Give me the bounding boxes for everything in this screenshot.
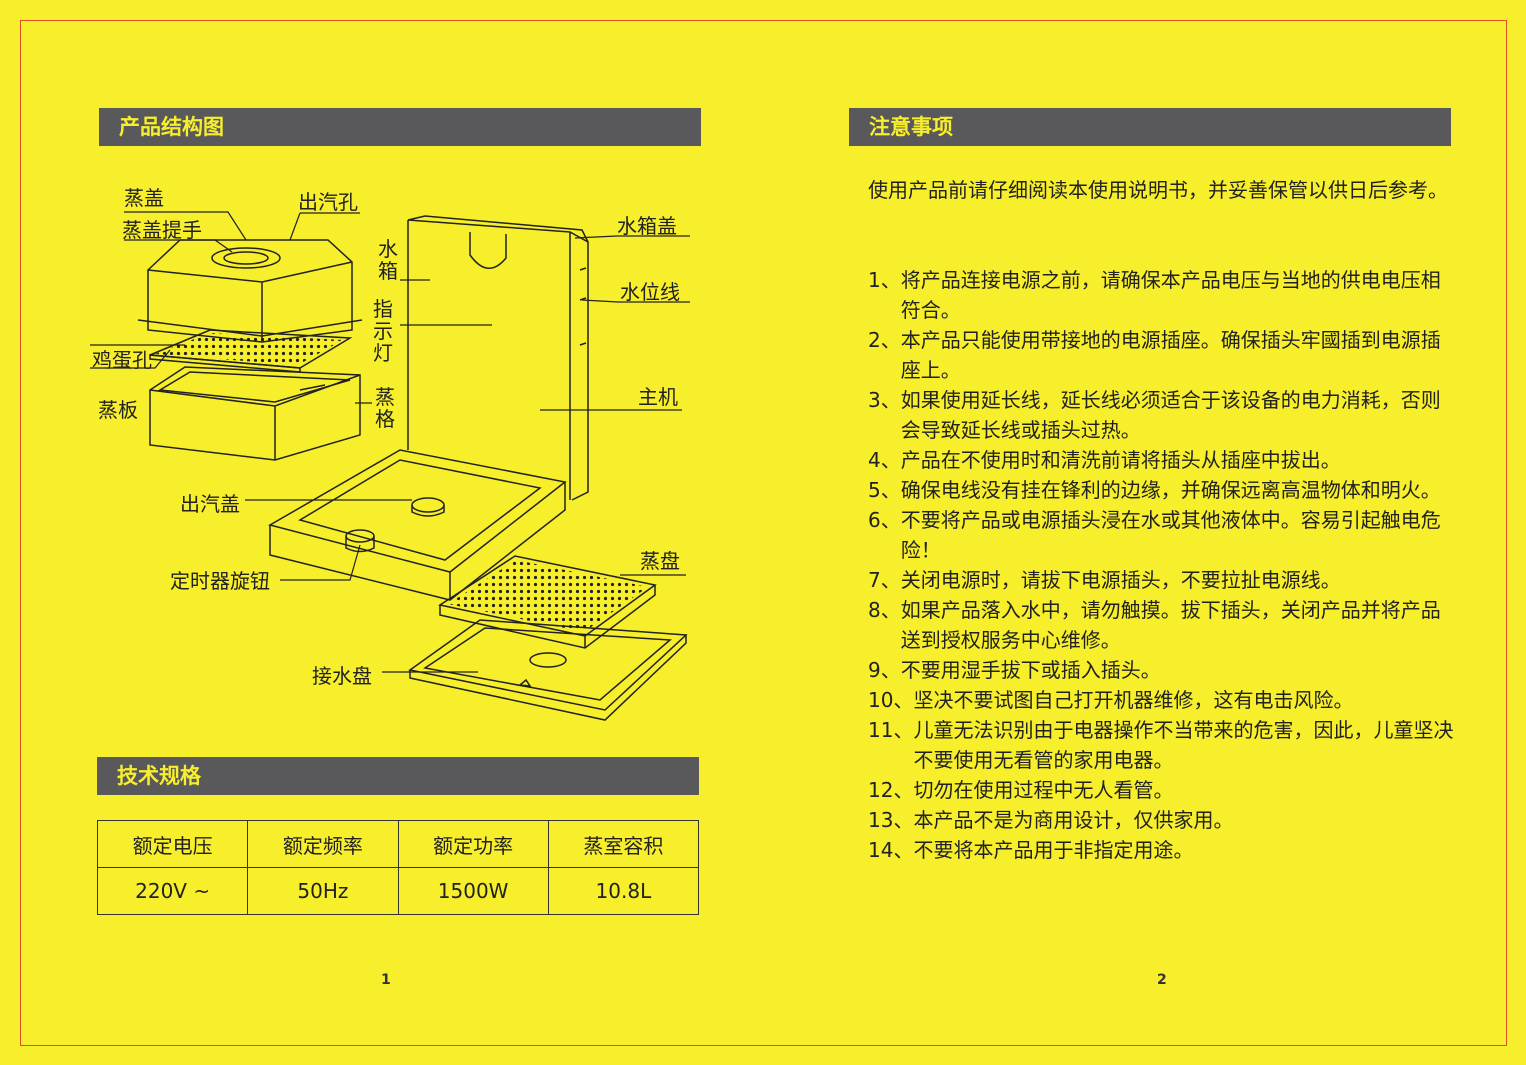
list-item: 11、儿童无法识别由于电器操作不当带来的危害，因此，儿童坚决不要使用无看管的家用… <box>868 718 1454 772</box>
label-timer-knob: 定时器旋钮 <box>170 569 270 593</box>
spec-header-capacity: 蒸室容积 <box>547 820 700 868</box>
main-unit-drawing <box>407 215 589 501</box>
drip-tray-drawing <box>408 619 688 721</box>
label-lid-handle: 蒸盖提手 <box>122 218 202 242</box>
page-frame <box>20 20 1507 1046</box>
list-item: 4、产品在不使用时和清洗前请将插头从插座中拔出。 <box>868 448 1341 472</box>
label-indicator-light: 指示灯 <box>373 297 393 365</box>
spec-value-frequency: 50Hz <box>247 867 399 915</box>
label-steam-outlet-cap: 出汽盖 <box>180 492 240 516</box>
label-steam-plate: 蒸板 <box>98 398 138 422</box>
label-steam-rack: 蒸格 <box>375 385 395 431</box>
steam-lid-drawing <box>137 239 363 343</box>
label-steam-lid: 蒸盖 <box>124 186 164 210</box>
spec-table: 额定电压 额定频率 额定功率 蒸室容积 220V ~ 50Hz 1500W 10… <box>96 820 700 915</box>
label-steam-tray: 蒸盘 <box>640 549 680 573</box>
list-item: 9、不要用湿手拔下或插入插头。 <box>868 658 1161 682</box>
page-number-right: 2 <box>1157 972 1167 988</box>
list-item: 13、本产品不是为商用设计，仅供家用。 <box>868 808 1234 832</box>
list-item: 10、坚决不要试图自己打开机器维修，这有电击风险。 <box>868 688 1354 712</box>
leader-lines <box>90 211 690 673</box>
list-item: 1、将产品连接电源之前，请确保本产品电压与当地的供电电压相符合。 <box>868 268 1441 322</box>
section-title-notes: 注意事项 <box>849 108 1451 146</box>
spec-value-power: 1500W <box>397 867 549 915</box>
spec-header-power: 额定功率 <box>397 820 549 868</box>
list-item: 12、切勿在使用过程中无人看管。 <box>868 778 1174 802</box>
spec-header-voltage: 额定电压 <box>96 820 249 868</box>
spec-value-voltage: 220V ~ <box>96 867 249 915</box>
list-item: 6、不要将产品或电源插头浸在水或其他液体中。容易引起触电危险！ <box>868 508 1441 562</box>
label-water-line: 水位线 <box>620 280 680 304</box>
list-item: 5、确保电线没有挂在锋利的边缘，并确保远离高温物体和明火。 <box>868 478 1441 502</box>
spec-value-row: 220V ~ 50Hz 1500W 10.8L <box>96 867 700 915</box>
list-item: 2、本产品只能使用带接地的电源插座。确保插头牢國插到电源插座上。 <box>868 328 1441 382</box>
label-main-unit: 主机 <box>638 385 678 409</box>
notes-list: 1、将产品连接电源之前，请确保本产品电压与当地的供电电压相符合。 2、本产品只能… <box>868 265 1458 865</box>
section-title-spec: 技术规格 <box>97 757 699 795</box>
section-title-structure: 产品结构图 <box>99 108 701 146</box>
label-tank-lid: 水箱盖 <box>617 214 677 238</box>
list-item: 7、关闭电源时，请拔下电源插头，不要拉扯电源线。 <box>868 568 1341 592</box>
intro-text: 使用产品前请仔细阅读本使用说明书，并妥善保管以供日后参考。 <box>868 178 1448 202</box>
label-egg-hole: 鸡蛋孔 <box>92 348 152 372</box>
list-item: 8、如果产品落入水中，请勿触摸。拔下插头，关闭产品并将产品送到授权服务中心维修。 <box>868 598 1441 652</box>
list-item: 14、不要将本产品用于非指定用途。 <box>868 838 1194 862</box>
steam-tray-holes <box>448 560 648 632</box>
spec-header-frequency: 额定频率 <box>247 820 399 868</box>
list-item: 3、如果使用延长线，延长线必须适合于该设备的电力消耗，否则会导致延长线或插头过热… <box>868 388 1441 442</box>
egg-plate-holes <box>155 333 343 365</box>
label-water-tank: 水箱 <box>378 237 398 283</box>
label-vent-hole: 出汽孔 <box>298 190 358 214</box>
label-drip-tray: 接水盘 <box>312 664 372 688</box>
steam-tray-drawing <box>438 555 657 649</box>
base-drawing <box>268 449 567 601</box>
page-number-left: 1 <box>381 972 391 988</box>
spec-header-row: 额定电压 额定频率 额定功率 蒸室容积 <box>96 820 700 868</box>
spec-value-capacity: 10.8L <box>547 867 700 915</box>
steam-rack-drawing <box>149 366 361 461</box>
